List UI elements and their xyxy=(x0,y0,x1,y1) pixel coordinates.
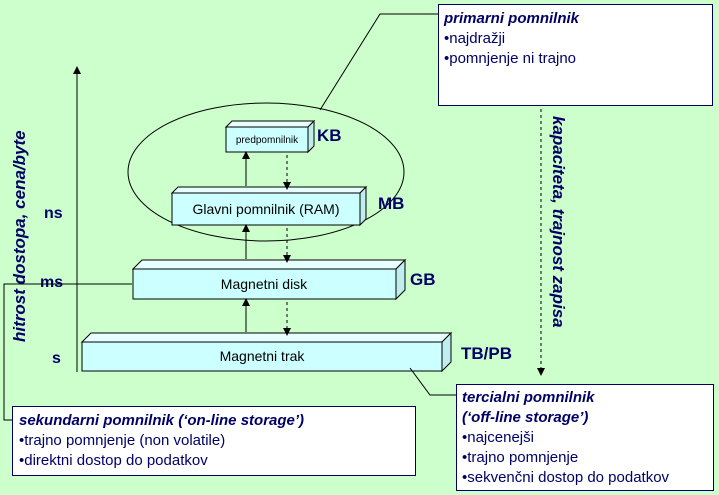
cache-label: predpomnilnik xyxy=(236,135,299,146)
tape-box: Magnetni trak xyxy=(80,331,453,373)
primary-item-2: •pomnjenje ni trajno xyxy=(444,50,576,67)
tertiary-item-2: •trajno pomnjenje xyxy=(462,449,579,466)
secondary-title: sekundarni pomnilnik xyxy=(19,412,175,429)
disk-box: Magnetni disk xyxy=(131,258,407,301)
tertiary-item-1: •najcenejši xyxy=(462,429,534,446)
primary-item-1: •najdražji xyxy=(444,30,506,47)
connector-secondary xyxy=(3,283,132,421)
primary-title: primarni pomnilnik xyxy=(444,10,580,27)
axis-tick-ns: ns xyxy=(44,205,63,222)
unit-tbpb: TB/PB xyxy=(461,344,512,363)
secondary-title-row: sekundarni pomnilnik (‘on-line storage’) xyxy=(19,411,409,431)
ram-label: Glavni pomnilnik (RAM) xyxy=(192,201,339,217)
secondary-memory-box: sekundarni pomnilnik (‘on-line storage’)… xyxy=(12,406,416,476)
speed-axis-label: hitrost dostopa, cena/byte xyxy=(10,130,29,342)
primary-memory-ellipse xyxy=(127,102,405,242)
capacity-axis-label: kapaciteta, trajnost zapisa xyxy=(549,116,568,328)
unit-kb: KB xyxy=(317,126,342,145)
disk-label: Magnetni disk xyxy=(221,276,308,292)
ram-box: Glavni pomnilnik (RAM) xyxy=(170,185,368,227)
secondary-item-2: •direktni dostop do podatkov xyxy=(19,452,208,469)
tertiary-memory-box: tercialni pomnilnik (‘off-line storage’)… xyxy=(456,384,714,491)
primary-memory-box: primarni pomnilnik •najdražji •pomnjenje… xyxy=(438,4,713,106)
connector-tertiary xyxy=(409,367,458,396)
tape-label: Magnetni trak xyxy=(220,348,306,364)
tertiary-title-line2: (‘off-line storage’) xyxy=(462,409,589,426)
tertiary-title: tercialni pomnilnik xyxy=(462,389,595,406)
cache-box: predpomnilnik xyxy=(224,119,316,154)
axis-tick-s: s xyxy=(52,350,61,367)
connector-primary xyxy=(319,13,438,111)
secondary-title-suffix: (‘on-line storage’) xyxy=(174,412,305,429)
unit-gb: GB xyxy=(410,270,436,289)
unit-mb: MB xyxy=(378,194,404,213)
axis-tick-ms: ms xyxy=(40,274,63,291)
tertiary-item-3: •sekvenčni dostop do podatkov xyxy=(462,469,670,486)
secondary-item-1: •trajno pomnjenje (non volatile) xyxy=(19,432,226,449)
